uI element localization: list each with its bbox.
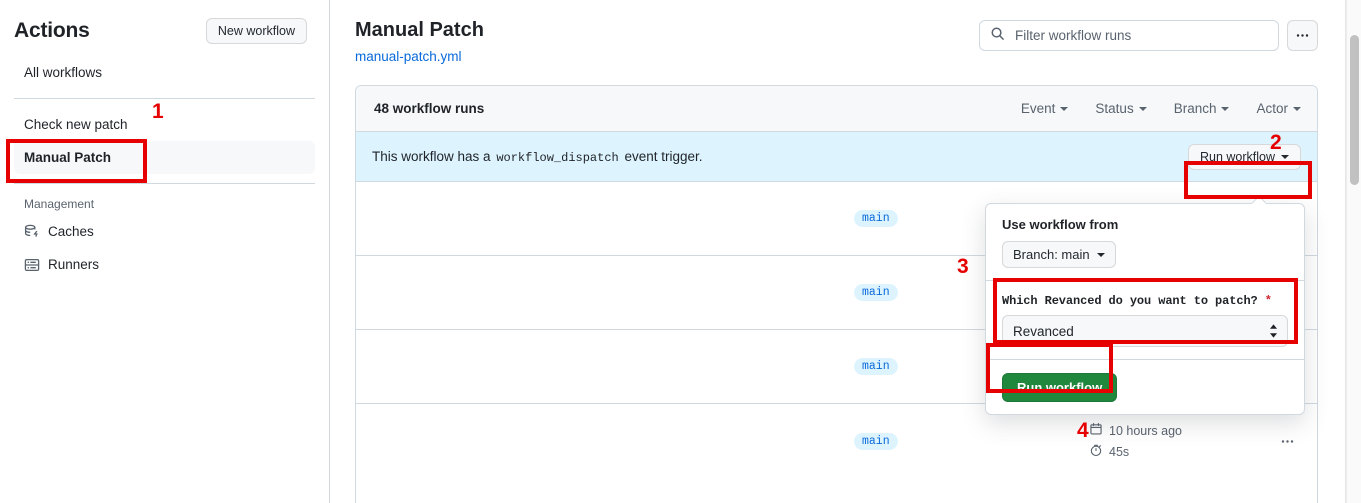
revanced-select[interactable]: Revanced [1002,315,1288,347]
sidebar-item-manual-patch[interactable]: Manual Patch [14,141,315,174]
page-scrollbar[interactable] [1346,0,1361,503]
sidebar-nav: All workflows [0,56,329,89]
filter-label: Status [1095,101,1134,116]
run-workflow-dropdown-button[interactable]: Run workflow [1187,143,1301,170]
sidebar-item-label: Manual Patch [24,150,112,165]
filter-label: Actor [1256,101,1288,116]
sidebar-management-list: Caches Runners [0,215,329,281]
table-row[interactable]: main 10 hours ago [356,404,1317,478]
run-workflow-popover: Use workflow from Branch: main Which Rev… [985,203,1305,415]
sidebar-item-label: Runners [48,257,100,272]
sidebar-item-label: All workflows [24,65,103,80]
branch-badge[interactable]: main [854,284,898,301]
chevron-down-icon [1060,106,1069,111]
more-options-button[interactable] [1287,20,1318,51]
branch-select-label: Branch: main [1013,247,1090,262]
sidebar-item-all-workflows[interactable]: All workflows [14,56,315,89]
chevron-down-icon [1293,106,1301,111]
sidebar-section-management: Management [24,197,95,211]
table-row[interactable]: main [356,182,1317,256]
revanced-field-label: Which Revanced do you want to patch? * [1002,294,1288,308]
table-row[interactable]: main [356,256,1317,330]
submit-run-workflow-button[interactable]: Run workflow [1002,373,1118,402]
select-updown-icon [1268,323,1279,339]
kebab-horizontal-icon [1296,34,1309,37]
header-actions [979,16,1318,51]
sidebar-header: Actions New workflow [0,0,329,56]
scrollbar-thumb[interactable] [1350,35,1359,185]
workflow-file-link[interactable]: manual-patch.yml [355,49,462,64]
run-meta-cell: 10 hours ago 45s [1089,422,1229,460]
chevron-down-icon [1221,106,1230,111]
use-workflow-from-label: Use workflow from [1002,217,1119,232]
search-input[interactable] [1013,27,1268,44]
dispatch-banner-text: This workflow has a workflow_dispatch ev… [372,149,703,165]
filter-status-dropdown[interactable]: Status [1095,101,1147,116]
run-workflow-button-label: Run workflow [1199,149,1275,164]
field-label-text: Which Revanced do you want to patch? [1002,294,1258,308]
branch-select-button[interactable]: Branch: main [1002,241,1116,268]
workflow-dispatch-banner: This workflow has a workflow_dispatch ev… [356,132,1317,182]
calendar-icon [1089,422,1103,439]
use-workflow-from-section: Use workflow from Branch: main [986,204,1304,281]
sidebar-item-label: Caches [48,224,94,239]
runners-icon [24,257,40,273]
row-more-options-button[interactable] [1280,434,1295,449]
run-duration: 45s [1089,443,1129,460]
branch-badge[interactable]: main [854,432,898,450]
filter-actor-dropdown[interactable]: Actor [1256,101,1301,116]
chevron-down-icon [1281,154,1289,159]
runs-panel-header: 48 workflow runs Event Status Branch [356,86,1317,132]
dispatch-event-code: workflow_dispatch [496,150,619,165]
page-title: Manual Patch [355,19,484,41]
page-heading-group: Manual Patch manual-patch.yml [355,16,484,67]
chevron-down-icon [1138,106,1147,111]
sidebar-workflow-list: Check new patch Manual Patch [0,108,329,174]
workflow-runs-count: 48 workflow runs [374,101,485,116]
stopwatch-icon [1089,443,1103,460]
sidebar-item-runners[interactable]: Runners [14,248,315,281]
sidebar-item-label: Check new patch [24,117,128,132]
required-marker: * [1264,294,1272,308]
search-icon [990,26,1005,46]
popover-arrow [1252,196,1266,204]
new-workflow-button[interactable]: New workflow [205,18,307,44]
sidebar-item-caches[interactable]: Caches [14,215,315,248]
runs-filter-group: Event Status Branch Actor [1021,101,1301,116]
run-date: 10 hours ago [1089,422,1182,439]
revanced-select-value: Revanced [1013,323,1074,339]
sidebar-divider-2 [14,183,315,184]
cache-icon [24,224,40,240]
main-header: Manual Patch manual-patch.yml [331,0,1340,67]
chevron-down-icon [1096,252,1105,257]
submit-section: Run workflow [986,360,1304,414]
workflow-input-section: Which Revanced do you want to patch? * R… [986,281,1304,360]
sidebar-divider-1 [14,98,315,99]
filter-workflow-runs-box[interactable] [979,20,1279,51]
run-date-text: 10 hours ago [1109,423,1182,438]
filter-event-dropdown[interactable]: Event [1021,101,1069,116]
filter-label: Event [1020,101,1056,116]
viewport-right-border [1345,0,1346,503]
main-content: Manual Patch manual-patch.yml [331,0,1340,503]
filter-label: Branch [1173,101,1217,116]
run-duration-text: 45s [1109,444,1130,459]
revanced-select-wrap: Revanced [1002,315,1288,347]
sidebar-item-check-new-patch[interactable]: Check new patch [14,108,315,141]
dispatch-text-after: event trigger. [624,148,703,164]
filter-branch-dropdown[interactable]: Branch [1174,101,1230,116]
sidebar: Actions New workflow All workflows Check… [0,0,330,503]
sidebar-title: Actions [14,19,90,42]
branch-badge[interactable]: main [854,358,898,375]
dispatch-text-before: This workflow has a [372,148,491,164]
kebab-horizontal-icon [1281,439,1294,443]
branch-badge[interactable]: main [854,210,898,227]
